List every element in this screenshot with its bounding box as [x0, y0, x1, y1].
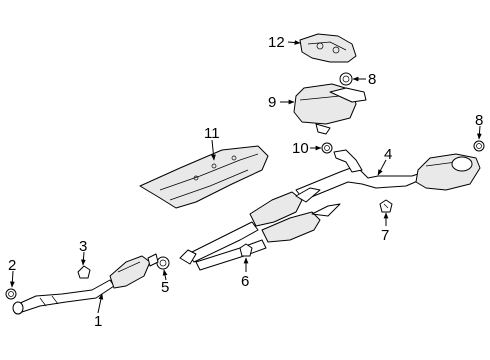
rear-muffler-part	[293, 83, 367, 135]
callout-10: 10	[292, 140, 309, 157]
callout-8-upper: 8	[368, 71, 376, 88]
callout-6: 6	[241, 273, 249, 290]
front-exhaust-pipe-part	[12, 253, 159, 315]
callout-12: 12	[268, 34, 285, 51]
callout-1: 1	[94, 313, 102, 330]
isolator-right-part	[473, 140, 485, 152]
hanger-6-part	[239, 243, 253, 257]
gasket-2-part	[5, 288, 17, 300]
upper-heat-shield-part	[299, 33, 357, 63]
callout-9: 9	[268, 94, 276, 111]
isolator-upper-part	[339, 72, 353, 86]
callout-7: 7	[381, 227, 389, 244]
floor-heat-shield-part	[139, 145, 269, 209]
gasket-part	[321, 142, 333, 154]
callout-3: 3	[79, 238, 87, 255]
callout-2: 2	[8, 257, 16, 274]
callout-8-right: 8	[475, 112, 483, 129]
gasket-5-part	[156, 256, 170, 270]
hanger-3-part	[77, 265, 91, 279]
callout-leaders	[9, 40, 482, 314]
rear-exhaust-pipe-part	[295, 149, 481, 201]
intermediate-pipe-assembly	[179, 187, 341, 271]
callout-5: 5	[161, 279, 169, 296]
callout-4: 4	[384, 146, 392, 163]
callout-11: 11	[204, 125, 220, 142]
hanger-7-part	[379, 199, 393, 213]
